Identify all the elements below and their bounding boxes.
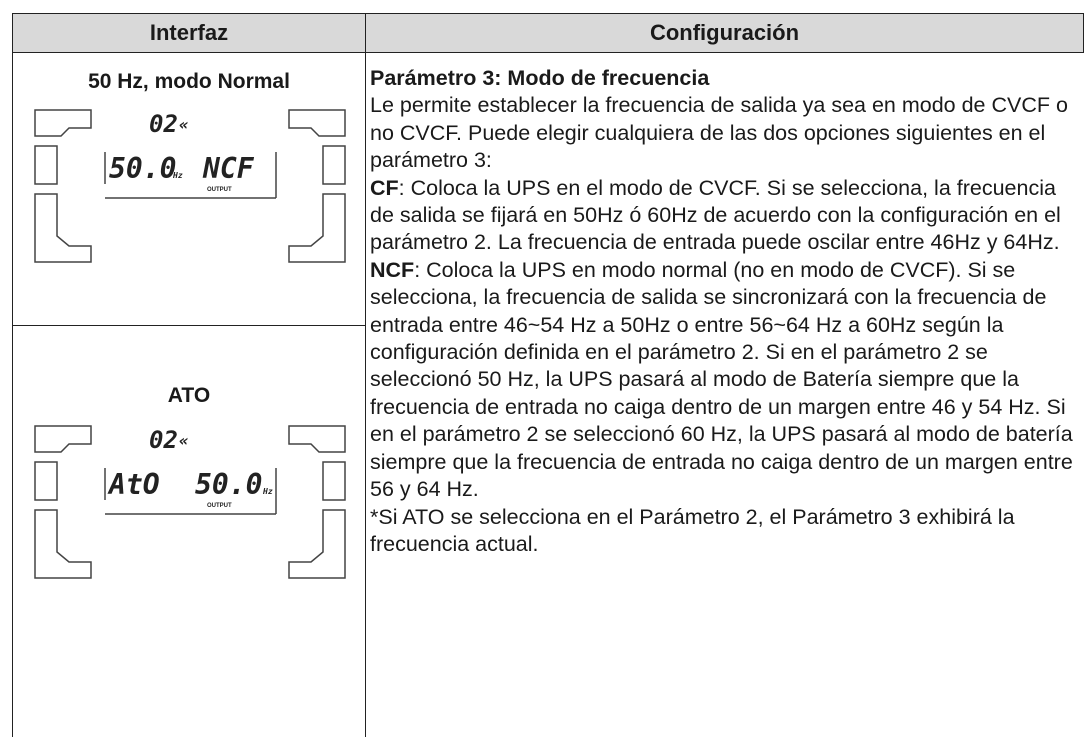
interface-cell-normal: 50 Hz, modo Normal 02 « 50.0 Hz NCF OUTP… [12, 52, 366, 326]
ncf-label: NCF [370, 257, 415, 282]
lcd-display-icon: 02 « 50.0 Hz NCF OUTPUT [34, 109, 346, 263]
lcd-main-left: AtO [107, 468, 160, 501]
lcd-top-digits: 02 [149, 426, 178, 454]
lcd-main-left: 50.0 [109, 152, 176, 185]
ncf-description: NCF: Coloca la UPS en modo normal (no en… [370, 257, 1084, 504]
lcd-display-icon: 02 « AtO 50.0 Hz OUTPUT [34, 425, 346, 579]
lcd-main-right: NCF [202, 152, 255, 185]
cf-description: CF: Coloca la UPS en el modo de CVCF. Si… [370, 175, 1084, 257]
interface-title: ATO [167, 384, 211, 407]
configuration-text: Parámetro 3: Modo de frecuencia Le permi… [370, 65, 1084, 558]
lcd-unit-right: Hz [262, 487, 273, 496]
ncf-text: : Coloca la UPS en modo normal (no en mo… [370, 257, 1073, 502]
cf-label: CF [370, 175, 399, 200]
ato-note: *Si ATO se selecciona en el Parámetro 2,… [370, 504, 1015, 556]
lcd-output-label: OUTPUT [207, 503, 232, 509]
lcd-mode-arrow: « [179, 431, 189, 450]
lcd-main-right: 50.0 [195, 468, 262, 501]
configuration-cell: Parámetro 3: Modo de frecuencia Le permi… [365, 52, 1084, 737]
header-configuration: Configuración [365, 13, 1084, 53]
lcd-output-label: OUTPUT [207, 187, 232, 193]
parameter-intro: Le permite establecer la frecuencia de s… [370, 93, 1068, 173]
header-interface: Interfaz [12, 13, 366, 53]
interface-title: 50 Hz, modo Normal [88, 70, 290, 93]
lcd-unit-left: Hz [172, 171, 183, 180]
interface-cell-ato: ATO 02 « AtO 50.0 Hz OUTPUT [12, 325, 366, 737]
cf-text: : Coloca la UPS en el modo de CVCF. Si s… [370, 175, 1061, 255]
parameter-title: Parámetro 3: Modo de frecuencia [370, 66, 710, 90]
lcd-top-digits: 02 [149, 110, 178, 138]
lcd-mode-arrow: « [179, 115, 189, 134]
